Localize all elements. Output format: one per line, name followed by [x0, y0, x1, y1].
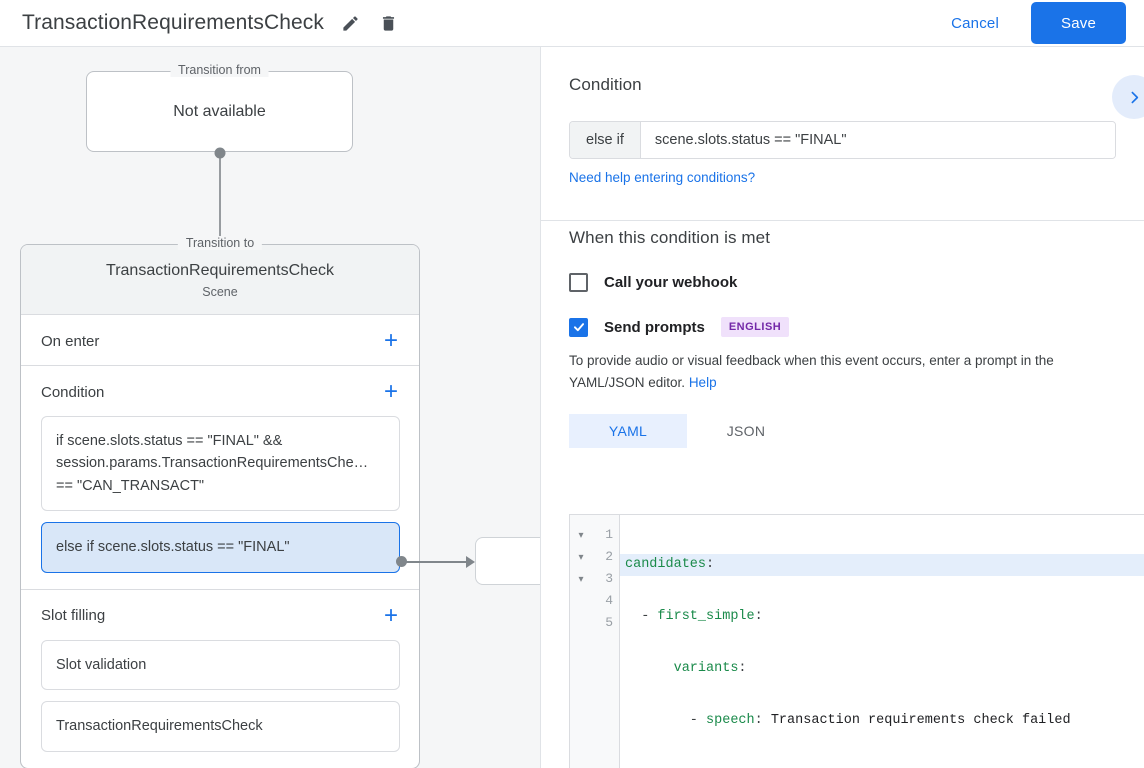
- details-panel: Condition else if Need help entering con…: [541, 47, 1144, 768]
- webhook-row[interactable]: Call your webhook: [569, 273, 1116, 292]
- section-title: Condition: [41, 383, 105, 401]
- language-badge: ENGLISH: [720, 317, 790, 337]
- send-prompts-checkbox[interactable]: [569, 317, 588, 337]
- line-number: 5: [605, 615, 613, 630]
- line-number: 1: [605, 527, 613, 542]
- editor-line-numbers: 1 2 3 4 5: [592, 515, 620, 768]
- chevron-right-icon[interactable]: [1112, 75, 1144, 119]
- send-prompts-row[interactable]: Send prompts ENGLISH: [569, 317, 1116, 337]
- section-on-enter: On enter +: [21, 315, 419, 366]
- when-condition-met-section: When this condition is met Call your web…: [541, 187, 1144, 449]
- transition-to-header[interactable]: TransactionRequirementsCheck Scene: [21, 245, 419, 315]
- trash-icon[interactable]: [376, 11, 400, 35]
- code-colon: :: [738, 661, 747, 676]
- code-indent: -: [625, 609, 658, 624]
- send-prompts-label: Send prompts: [604, 318, 705, 336]
- transition-to-legend: Transition to: [177, 236, 263, 250]
- app-header: TransactionRequirementsCheck Cancel Save: [0, 0, 1144, 47]
- cancel-button[interactable]: Cancel: [937, 7, 1013, 40]
- condition-expression-input[interactable]: [640, 122, 1115, 158]
- code-key: variants: [673, 661, 739, 676]
- section-header: Slot filling +: [21, 590, 419, 640]
- line-number: 4: [605, 593, 613, 608]
- when-met-heading: When this condition is met: [569, 228, 771, 247]
- page-title: TransactionRequirementsCheck: [22, 11, 324, 34]
- condition-section: Condition else if Need help entering con…: [541, 47, 1144, 187]
- fold-toggle-icon[interactable]: ▾: [578, 573, 584, 585]
- transition-to-card: Transition to TransactionRequirementsChe…: [20, 236, 420, 768]
- condition-input-row: else if: [569, 121, 1116, 159]
- line-number: 2: [605, 549, 613, 564]
- help-link[interactable]: Help: [688, 374, 717, 390]
- section-slot-filling: Slot filling + Slot validation Transacti…: [21, 590, 419, 752]
- scene-name: TransactionRequirementsCheck: [106, 262, 334, 279]
- prompts-description: To provide audio or visual feedback when…: [569, 350, 1116, 393]
- plus-icon[interactable]: +: [383, 327, 398, 354]
- section-header: On enter +: [21, 315, 419, 365]
- editor-code-area[interactable]: candidates: - first_simple: variants: - …: [620, 515, 1144, 768]
- section-separator: [541, 220, 1144, 221]
- editor-format-tabs: YAML JSON: [569, 414, 1116, 449]
- condition-item-selected[interactable]: else if scene.slots.status == "FINAL": [41, 522, 400, 573]
- section-title: Slot filling: [41, 607, 106, 625]
- fold-spacer: [570, 612, 592, 634]
- webhook-checkbox[interactable]: [569, 273, 588, 292]
- fold-toggle-icon[interactable]: ▾: [578, 529, 584, 541]
- scene-type: Scene: [202, 285, 238, 299]
- condition-item[interactable]: if scene.slots.status == "FINAL" && sess…: [41, 416, 400, 512]
- fold-toggle-icon[interactable]: ▾: [578, 551, 584, 563]
- pencil-icon[interactable]: [338, 11, 362, 35]
- code-key: first_simple: [657, 609, 755, 624]
- flow-canvas[interactable]: Transition from Not available Transition…: [0, 47, 540, 768]
- code-line: variants:: [620, 658, 1144, 680]
- editor-fold-gutter: ▾ ▾ ▾: [570, 515, 592, 768]
- fold-spacer: [570, 590, 592, 612]
- header-actions: Cancel Save: [937, 2, 1126, 44]
- code-line: candidates:: [620, 554, 1144, 576]
- condition-output-line: [400, 561, 472, 563]
- code-line: [620, 762, 1144, 768]
- code-key: speech: [706, 713, 755, 728]
- tab-yaml[interactable]: YAML: [569, 414, 687, 449]
- code-editor[interactable]: ▾ ▾ ▾ 1 2 3 4 5 candidates: - first_simp…: [569, 514, 1144, 768]
- section-title: On enter: [41, 332, 100, 350]
- code-key: candidates: [625, 557, 707, 572]
- line-number: 3: [605, 571, 613, 586]
- condition-prefix: else if: [570, 122, 641, 158]
- condition-heading: Condition: [569, 75, 642, 94]
- condition-help-link[interactable]: Need help entering conditions?: [569, 170, 756, 185]
- slot-filling-item[interactable]: Slot validation: [41, 639, 400, 691]
- webhook-label: Call your webhook: [604, 274, 738, 291]
- section-header: Condition +: [21, 366, 419, 416]
- condition-output-arrowhead: [466, 556, 475, 568]
- transition-from-value: Not available: [173, 102, 266, 120]
- tab-json[interactable]: JSON: [726, 423, 766, 440]
- code-colon: :: [754, 713, 763, 728]
- slot-filling-item[interactable]: TransactionRequirementsCheck: [41, 701, 400, 752]
- code-line: - speech: Transaction requirements check…: [620, 710, 1144, 732]
- code-line: - first_simple:: [620, 606, 1144, 628]
- section-condition: Condition + if scene.slots.status == "FI…: [21, 366, 419, 590]
- plus-icon[interactable]: +: [383, 378, 398, 405]
- prompts-description-text: To provide audio or visual feedback when…: [569, 353, 1054, 390]
- transition-from-node[interactable]: Transition from Not available: [86, 63, 353, 152]
- panel-divider: [540, 47, 541, 768]
- code-colon: :: [706, 557, 715, 572]
- code-indent: [625, 661, 674, 676]
- code-indent: -: [625, 713, 707, 728]
- code-value: Transaction requirements check failed: [762, 713, 1071, 728]
- code-colon: :: [754, 609, 763, 624]
- transition-from-legend: Transition from: [170, 63, 269, 77]
- target-node-stub[interactable]: [475, 537, 540, 585]
- save-button[interactable]: Save: [1031, 2, 1126, 44]
- plus-icon[interactable]: +: [383, 601, 398, 629]
